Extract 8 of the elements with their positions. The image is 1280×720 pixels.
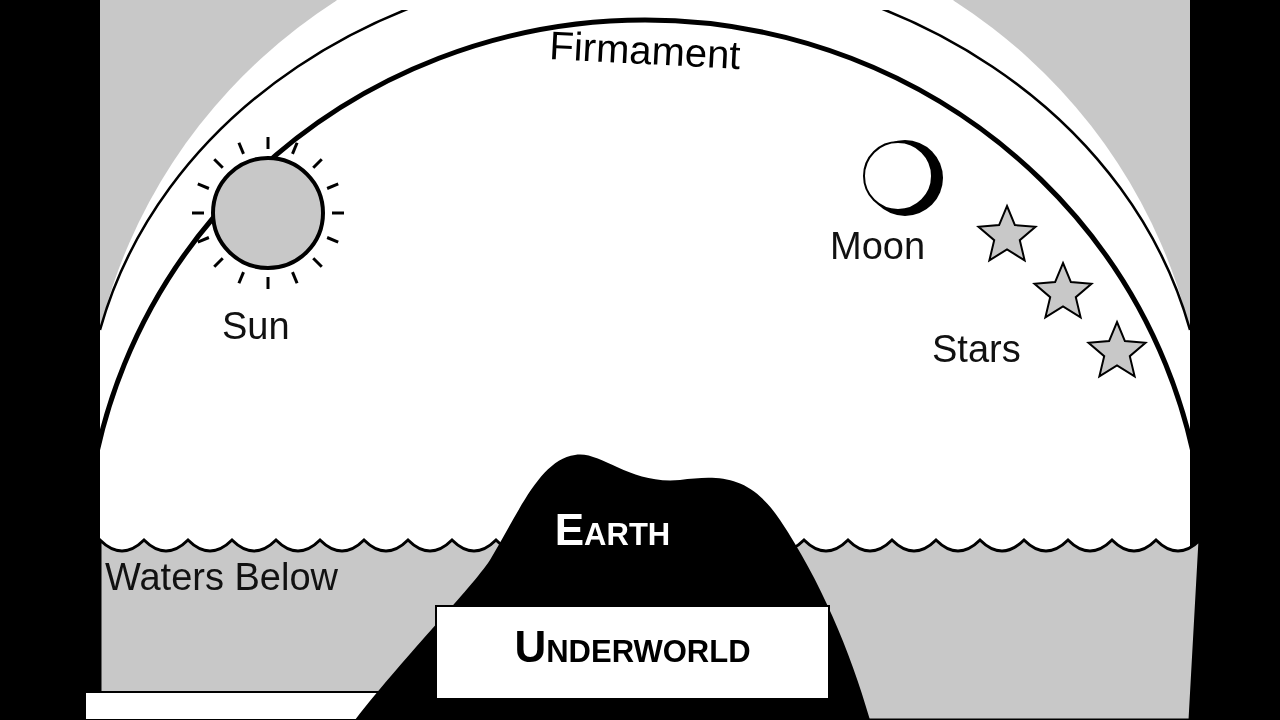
text-label: Stars: [932, 328, 1021, 371]
text-label: Waters Below: [105, 556, 338, 599]
earth-label: Earth: [553, 505, 672, 555]
text-label: Moon: [830, 225, 926, 268]
underworld-label: Underworld: [513, 622, 752, 672]
text-label: Sun: [222, 305, 290, 348]
band-label: Firmament: [547, 22, 743, 79]
underworld-box: [435, 605, 830, 700]
